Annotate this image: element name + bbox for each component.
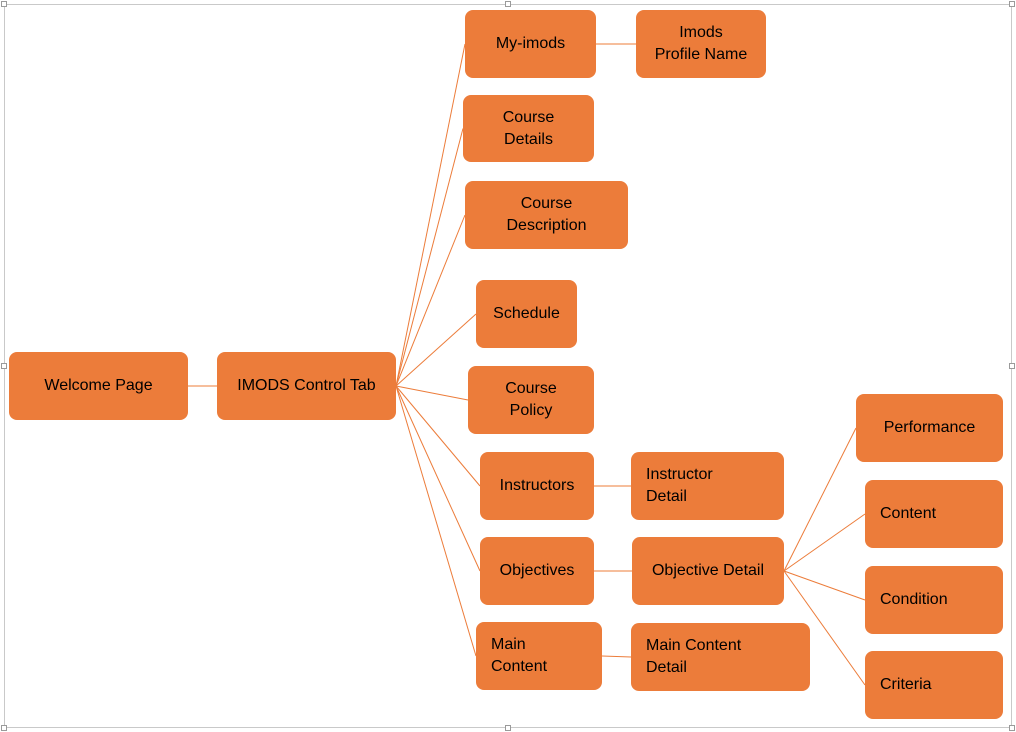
node-course-details[interactable]: Course Details — [463, 95, 594, 162]
node-course-policy[interactable]: Course Policy — [468, 366, 594, 434]
node-imods-profile-name[interactable]: Imods Profile Name — [636, 10, 766, 78]
connector-imods-control-tab-to-course-details — [395, 128, 464, 387]
connector-imods-control-tab-to-course-policy — [395, 385, 469, 401]
resize-handle-top-right[interactable] — [1009, 1, 1015, 7]
node-welcome-page[interactable]: Welcome Page — [9, 352, 188, 420]
node-condition[interactable]: Condition — [865, 566, 1003, 634]
connector-imods-control-tab-to-course-description — [395, 214, 466, 387]
node-main-content[interactable]: Main Content — [476, 622, 602, 690]
resize-handle-top[interactable] — [505, 1, 511, 7]
node-schedule[interactable]: Schedule — [476, 280, 577, 348]
node-my-imods[interactable]: My-imods — [465, 10, 596, 78]
node-instructors[interactable]: Instructors — [480, 452, 594, 520]
node-main-content-detail[interactable]: Main Content Detail — [631, 623, 810, 691]
connector-imods-control-tab-to-my-imods — [395, 43, 466, 387]
connector-imods-control-tab-to-schedule — [395, 313, 477, 387]
connector-objective-detail-to-criteria — [783, 570, 866, 686]
connector-objective-detail-to-performance — [783, 427, 857, 572]
node-objectives[interactable]: Objectives — [480, 537, 594, 605]
node-instructor-detail[interactable]: Instructor Detail — [631, 452, 784, 520]
resize-handle-top-left[interactable] — [1, 1, 7, 7]
node-course-description[interactable]: Course Description — [465, 181, 628, 249]
connector-objective-detail-to-content — [783, 513, 866, 572]
node-objective-detail[interactable]: Objective Detail — [632, 537, 784, 605]
node-criteria[interactable]: Criteria — [865, 651, 1003, 719]
connector-imods-control-tab-to-main-content — [395, 385, 477, 657]
resize-handle-bottom-right[interactable] — [1009, 725, 1015, 731]
connector-main-content-to-main-content-detail — [601, 655, 632, 658]
connector-objective-detail-to-condition — [783, 570, 866, 601]
connector-imods-control-tab-to-instructors — [395, 385, 481, 487]
resize-handle-bottom-left[interactable] — [1, 725, 7, 731]
resize-handle-left[interactable] — [1, 363, 7, 369]
node-content[interactable]: Content — [865, 480, 1003, 548]
resize-handle-right[interactable] — [1009, 363, 1015, 369]
connector-imods-control-tab-to-objectives — [395, 385, 481, 572]
node-imods-control-tab[interactable]: IMODS Control Tab — [217, 352, 396, 420]
node-performance[interactable]: Performance — [856, 394, 1003, 462]
resize-handle-bottom[interactable] — [505, 725, 511, 731]
